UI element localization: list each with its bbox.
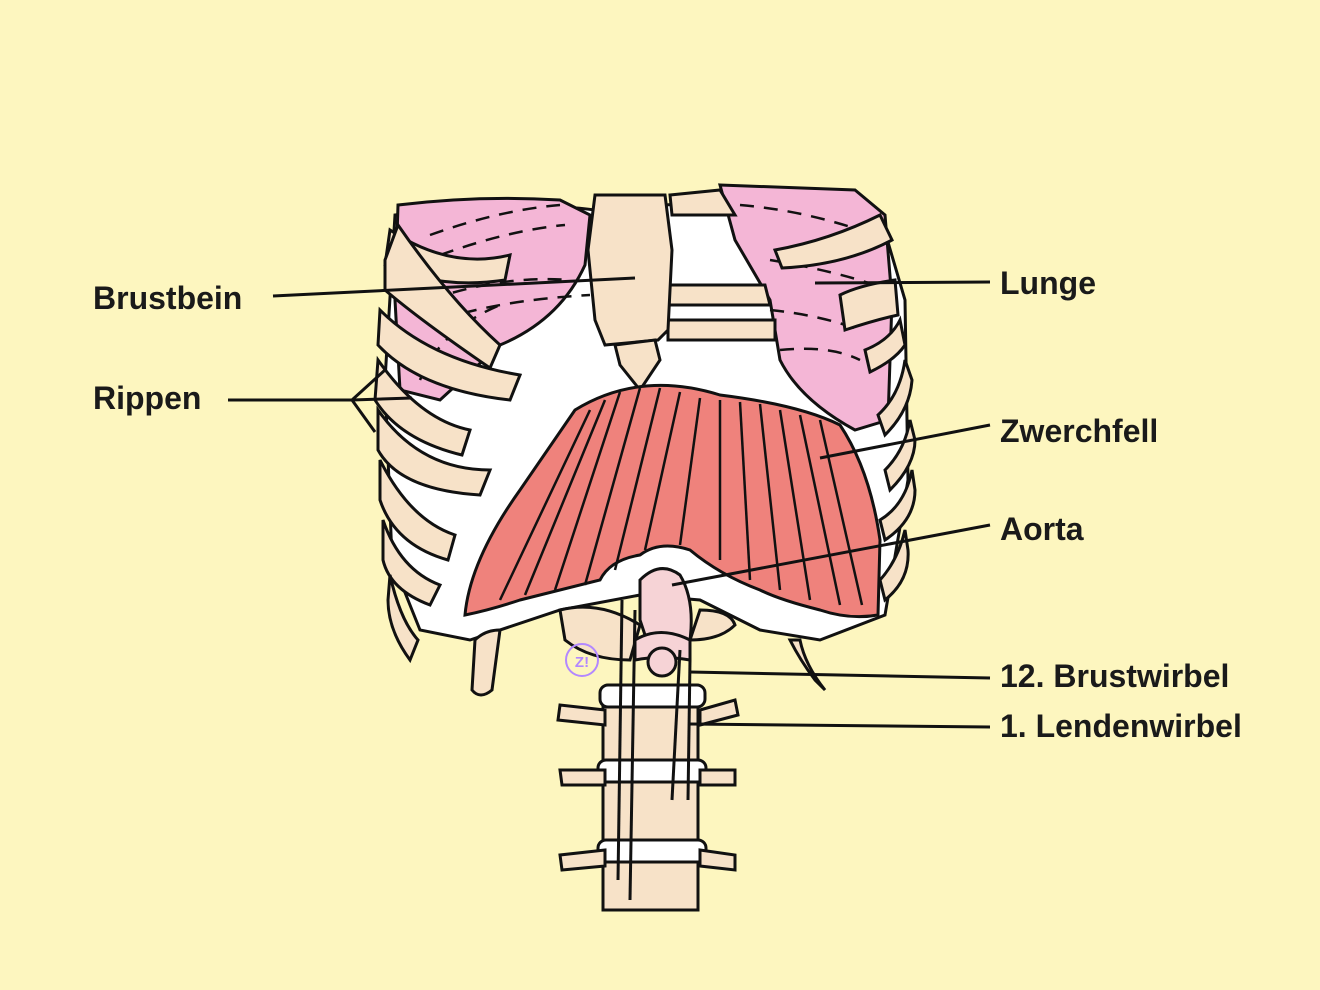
leader-rippen-lower: [352, 400, 375, 432]
label-brustwirbel: 12. Brustwirbel: [1000, 660, 1229, 692]
label-aorta: Aorta: [1000, 513, 1084, 545]
label-rippen: Rippen: [93, 382, 201, 414]
leader-lendenwirbel: [690, 724, 990, 727]
label-brustbein: Brustbein: [93, 282, 242, 314]
leader-lunge: [815, 282, 990, 283]
label-zwerchfell: Zwerchfell: [1000, 415, 1158, 447]
label-lunge: Lunge: [1000, 267, 1096, 299]
leader-rippen: [228, 398, 412, 400]
logo-text: Z!: [575, 654, 589, 671]
label-lendenwirbel: 1. Lendenwirbel: [1000, 710, 1242, 742]
leader-brustwirbel: [690, 672, 990, 678]
sternum: [588, 195, 672, 345]
